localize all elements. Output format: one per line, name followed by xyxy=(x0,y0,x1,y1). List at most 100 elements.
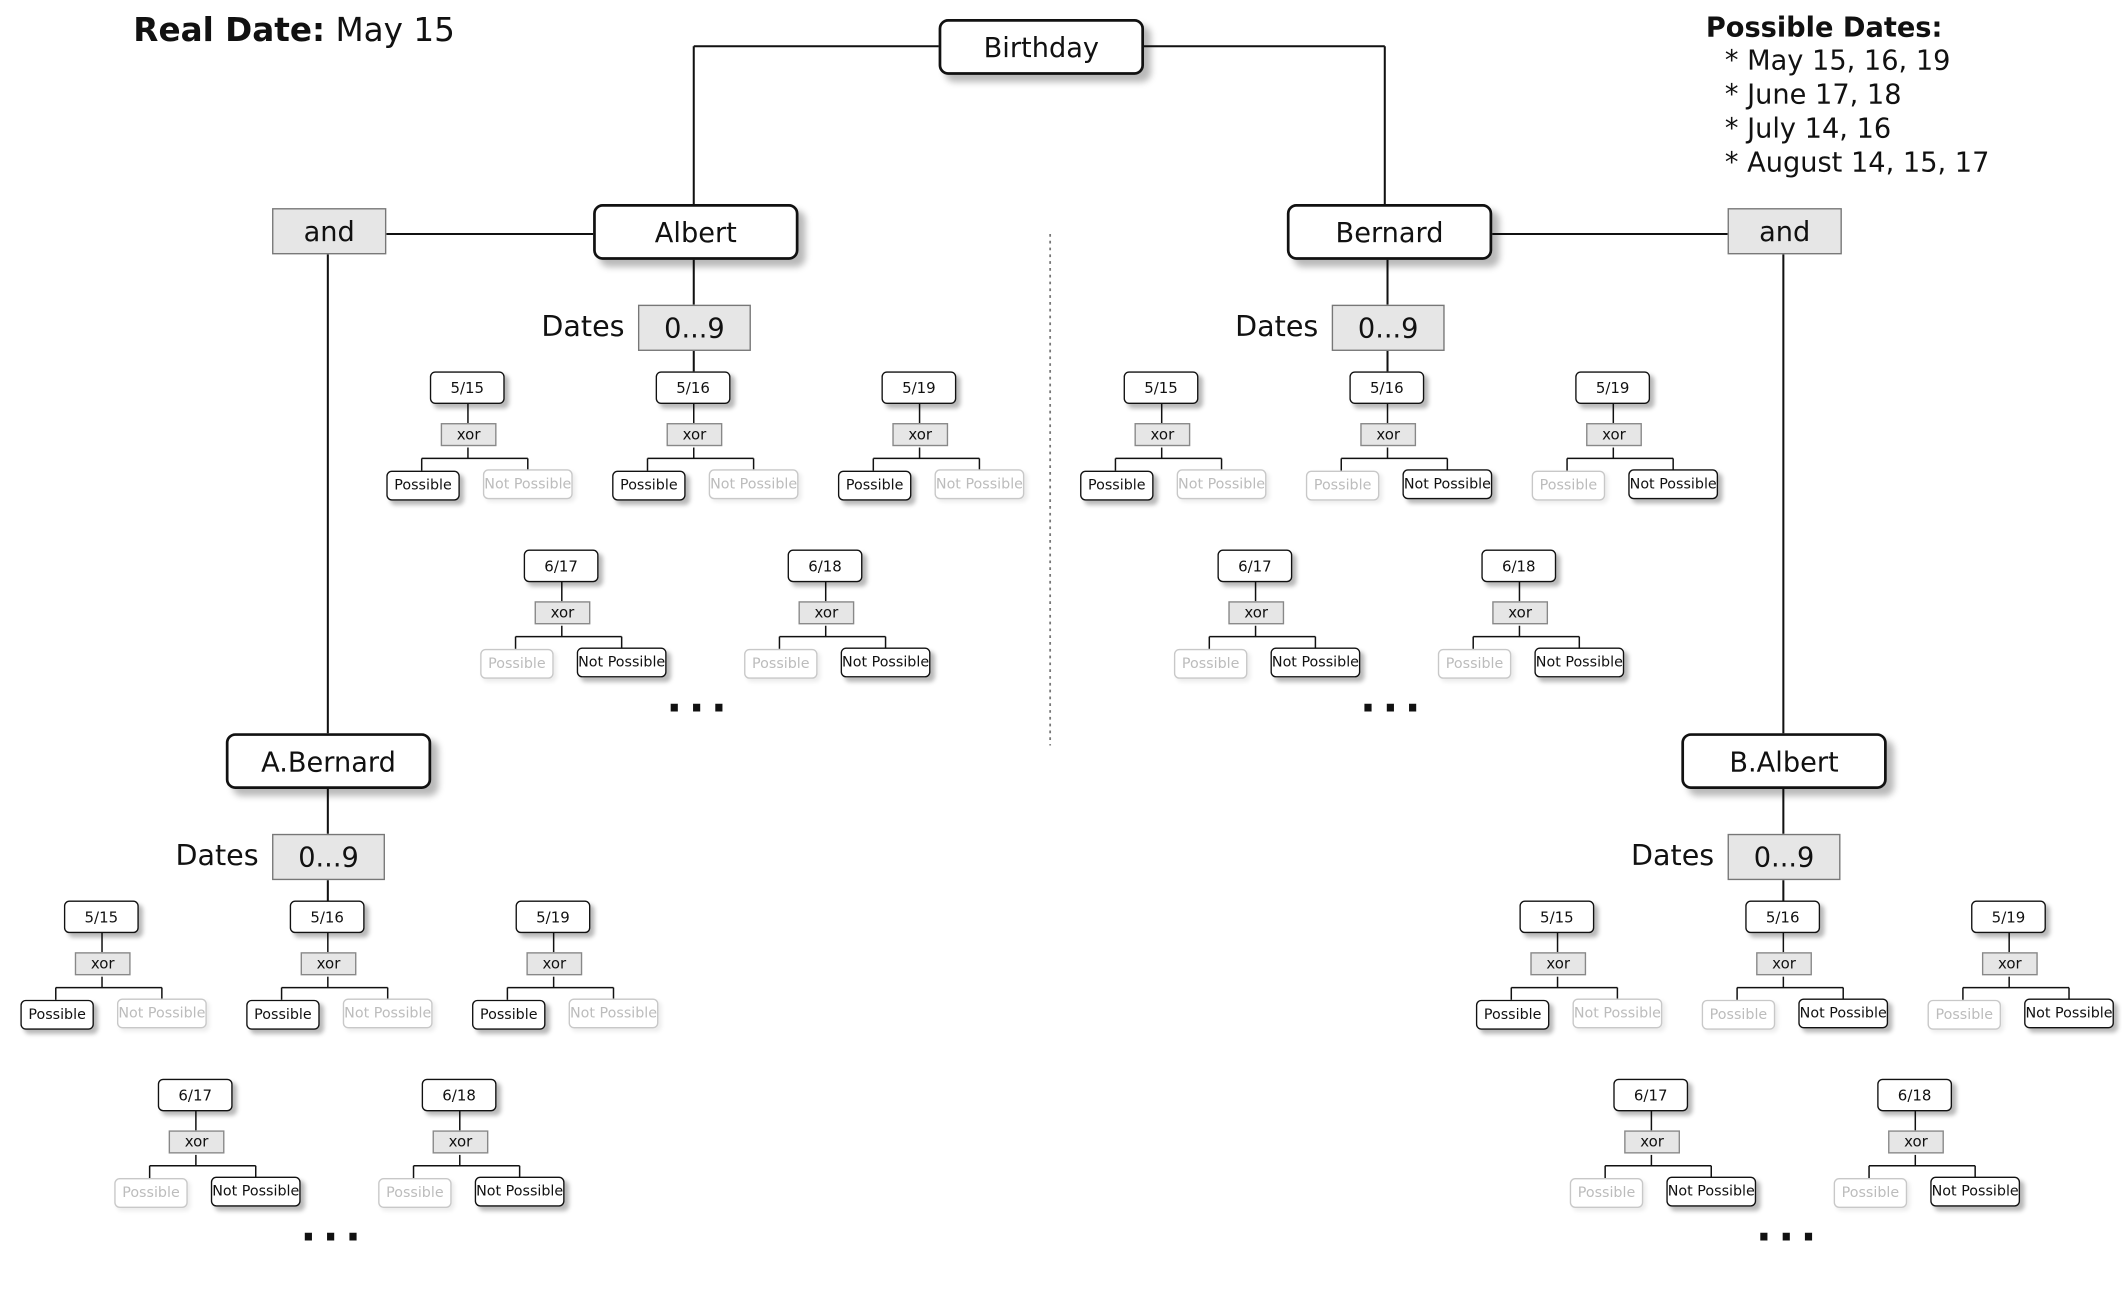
xor-node: xor xyxy=(300,952,357,976)
xor-node: xor xyxy=(168,1130,225,1154)
legend-item: * June 17, 18 xyxy=(1724,77,1902,111)
possible-leaf: Possible xyxy=(1173,648,1248,679)
legend-title: Possible Dates: xyxy=(1705,10,1943,44)
xor-node: xor xyxy=(526,952,583,976)
possible-leaf: Possible xyxy=(20,999,94,1030)
date-node: 5/19 xyxy=(1971,900,2046,934)
xor-node: xor xyxy=(1586,423,1642,447)
possible-leaf: Possible xyxy=(612,470,686,501)
xor-node: xor xyxy=(440,423,497,447)
possible-leaf: Possible xyxy=(1833,1178,1908,1208)
date-node: 6/17 xyxy=(157,1078,233,1112)
not-possible-leaf: Not Possible xyxy=(840,647,931,678)
not-possible-leaf: Not Possible xyxy=(576,647,667,678)
not-possible-leaf: Not Possible xyxy=(210,1176,301,1207)
dates-range-node: 0...9 xyxy=(1727,833,1841,881)
date-node: 5/15 xyxy=(1519,900,1595,934)
not-possible-leaf: Not Possible xyxy=(1628,469,1719,500)
albert-node: Albert xyxy=(593,204,799,260)
xor-node: xor xyxy=(432,1130,489,1154)
root-birthday-node: Birthday xyxy=(938,19,1145,75)
not-possible-leaf: Not Possible xyxy=(568,998,659,1029)
not-possible-leaf: Not Possible xyxy=(342,998,433,1029)
xor-node: xor xyxy=(1134,423,1191,447)
not-possible-leaf: Not Possible xyxy=(1402,469,1493,500)
not-possible-leaf: Not Possible xyxy=(482,469,573,500)
possible-leaf: Possible xyxy=(386,470,460,501)
date-node: 6/17 xyxy=(1613,1078,1689,1112)
not-possible-leaf: Not Possible xyxy=(934,469,1025,500)
xor-node: xor xyxy=(1981,952,2038,976)
dates-label: Dates xyxy=(1630,839,1715,872)
possible-leaf: Possible xyxy=(1927,999,2002,1030)
possible-leaf: Possible xyxy=(1531,470,1606,501)
right-and-node: and xyxy=(1727,208,1842,255)
not-possible-leaf: Not Possible xyxy=(474,1176,565,1207)
xor-node: xor xyxy=(666,423,723,447)
date-node: 5/15 xyxy=(429,371,505,405)
possible-leaf: Possible xyxy=(246,999,320,1030)
ellipsis: ... xyxy=(666,674,734,723)
xor-node: xor xyxy=(892,423,949,447)
possible-leaf: Possible xyxy=(1701,999,1776,1030)
date-node: 5/19 xyxy=(1575,371,1651,405)
dates-label: Dates xyxy=(175,839,259,872)
possible-leaf: Possible xyxy=(1437,648,1512,679)
not-possible-leaf: Not Possible xyxy=(708,469,799,500)
date-node: 5/19 xyxy=(515,900,591,934)
not-possible-leaf: Not Possible xyxy=(1666,1176,1757,1207)
xor-node: xor xyxy=(1888,1130,1944,1154)
ellipsis: ... xyxy=(300,1203,368,1252)
real-date-label: Real Date: xyxy=(133,10,326,49)
not-possible-leaf: Not Possible xyxy=(1176,469,1267,500)
not-possible-leaf: Not Possible xyxy=(1270,647,1361,678)
date-node: 5/16 xyxy=(1349,371,1425,405)
not-possible-leaf: Not Possible xyxy=(1798,998,1889,1029)
xor-node: xor xyxy=(798,601,855,625)
date-node: 6/17 xyxy=(1217,549,1293,583)
dates-label: Dates xyxy=(541,310,625,343)
date-node: 5/16 xyxy=(1745,900,1821,934)
xor-node: xor xyxy=(1756,952,1812,976)
date-node: 6/18 xyxy=(421,1078,497,1112)
bernard-node: Bernard xyxy=(1286,204,1493,260)
possible-leaf: Possible xyxy=(1569,1178,1644,1208)
b-albert-node: B.Albert xyxy=(1681,733,1887,789)
a-bernard-node: A.Bernard xyxy=(225,733,432,789)
possible-leaf: Possible xyxy=(480,648,554,679)
not-possible-leaf: Not Possible xyxy=(1534,647,1625,678)
possible-dates-legend: Possible Dates: * May 15, 16, 19 * June … xyxy=(1706,11,1990,180)
possible-leaf: Possible xyxy=(378,1178,452,1208)
not-possible-leaf: Not Possible xyxy=(2024,998,2114,1029)
not-possible-leaf: Not Possible xyxy=(1930,1176,2021,1207)
possible-leaf: Possible xyxy=(837,470,912,501)
dates-range-node: 0...9 xyxy=(1331,304,1445,351)
date-node: 5/19 xyxy=(881,371,957,405)
xor-node: xor xyxy=(1530,952,1587,976)
not-possible-leaf: Not Possible xyxy=(116,998,207,1029)
legend-item: * July 14, 16 xyxy=(1724,111,1892,145)
ellipsis: ... xyxy=(1756,1203,1824,1252)
possible-leaf: Possible xyxy=(744,648,818,679)
possible-leaf: Possible xyxy=(1305,470,1380,501)
date-node: 5/15 xyxy=(1123,371,1199,405)
date-node: 5/16 xyxy=(289,900,365,934)
xor-node: xor xyxy=(1492,601,1549,625)
dates-label: Dates xyxy=(1235,310,1319,343)
date-node: 5/15 xyxy=(63,900,139,934)
dates-range-node: 0...9 xyxy=(272,833,385,881)
not-possible-leaf: Not Possible xyxy=(1572,998,1663,1029)
left-and-node: and xyxy=(272,208,387,255)
possible-leaf: Possible xyxy=(1475,999,1550,1030)
possible-leaf: Possible xyxy=(114,1178,188,1208)
legend-item: * August 14, 15, 17 xyxy=(1724,145,1990,179)
date-node: 6/18 xyxy=(1481,549,1557,583)
date-node: 5/16 xyxy=(655,371,731,405)
dates-range-node: 0...9 xyxy=(637,304,751,351)
possible-leaf: Possible xyxy=(472,999,546,1030)
date-node: 6/17 xyxy=(523,549,599,583)
possible-leaf: Possible xyxy=(1080,470,1154,501)
real-date-heading: Real Date: May 15 xyxy=(133,11,455,49)
